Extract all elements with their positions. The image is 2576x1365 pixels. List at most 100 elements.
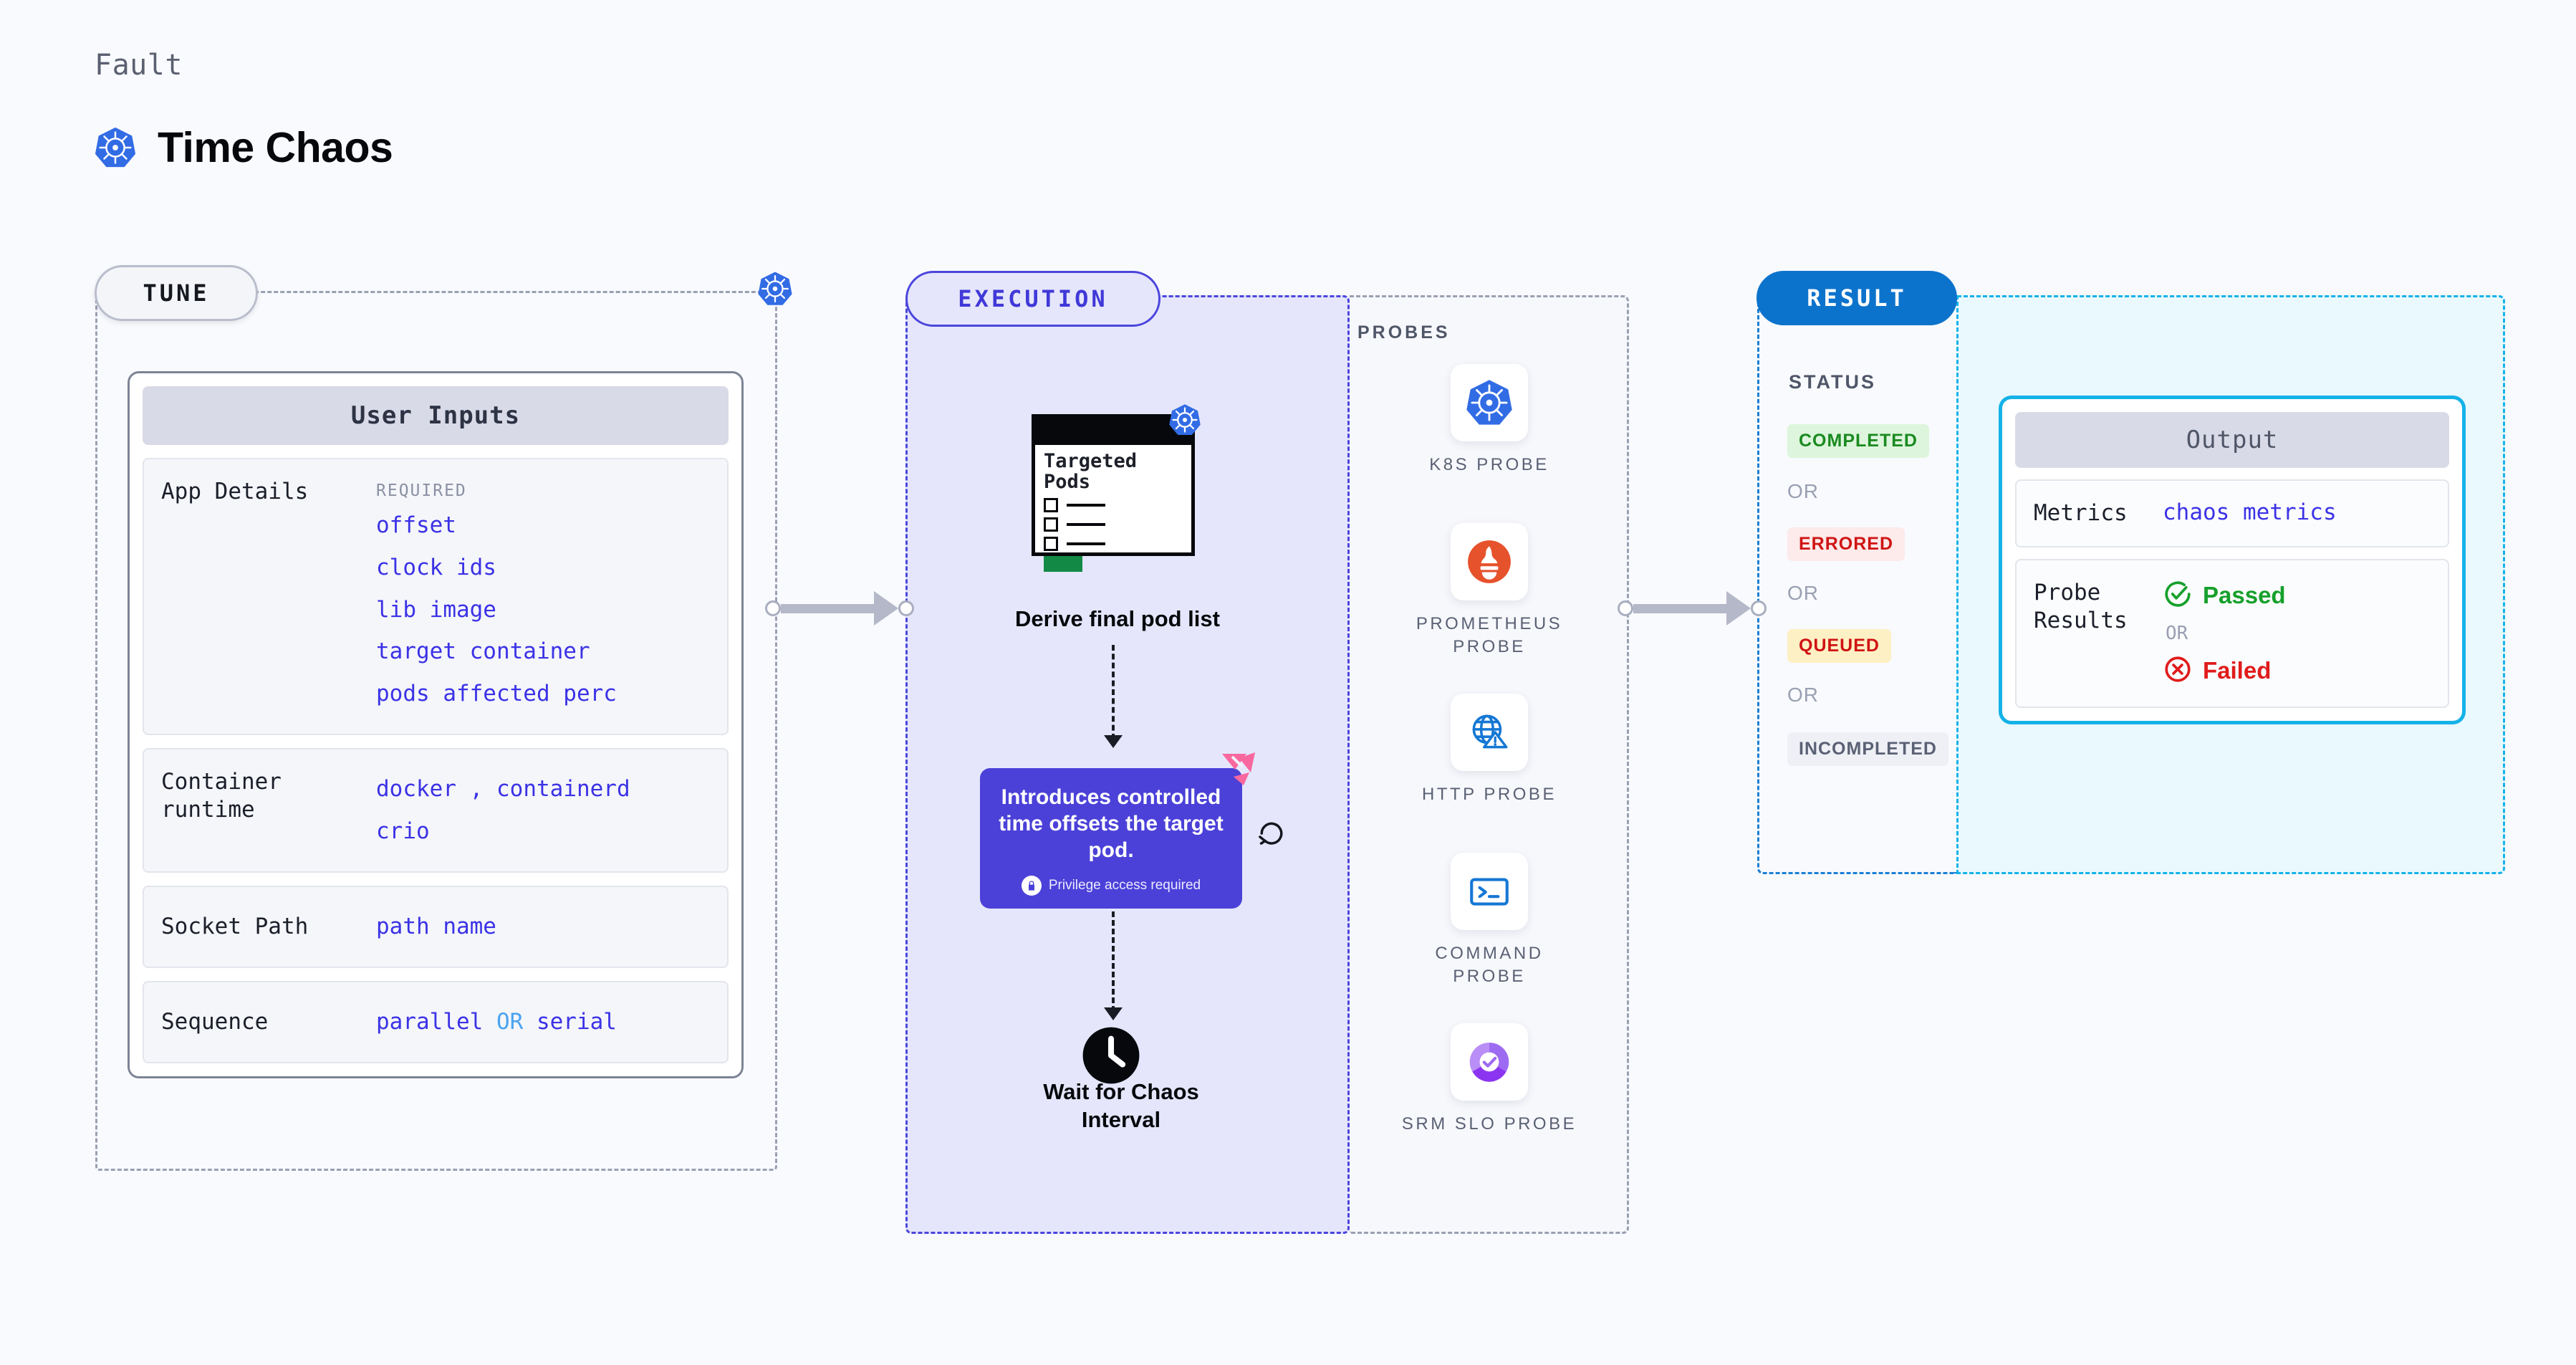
tune-panel — [95, 291, 777, 1171]
passed-label: Passed — [2203, 582, 2286, 609]
checkbox-icon — [1044, 498, 1058, 513]
x-circle-icon — [2163, 654, 2193, 688]
value-target-container: target container — [376, 638, 590, 665]
status-badge-errored: ERRORED — [1787, 527, 1905, 561]
connector-line — [781, 603, 874, 613]
lock-icon — [1021, 875, 1042, 896]
progress-bar — [1044, 556, 1082, 573]
probes-title: PROBES — [1357, 322, 1451, 343]
page-title: Time Chaos — [158, 124, 393, 171]
privilege-note: Privilege access required — [994, 875, 1228, 896]
failed-label: Failed — [2203, 657, 2272, 684]
flow-arrow-icon — [1104, 1007, 1123, 1020]
tune-pill: TUNE — [95, 265, 258, 321]
refresh-icon — [1256, 819, 1287, 854]
result-status-panel — [1757, 295, 1956, 874]
probe-result-or-label: OR — [2166, 622, 2188, 644]
probe-item-srm-slo[interactable]: SRM SLO PROBE — [1400, 1023, 1579, 1136]
row-label: Sequence — [161, 1008, 269, 1035]
slo-donut-check-icon — [1451, 1023, 1528, 1101]
probe-label: SRM SLO PROBE — [1401, 1114, 1577, 1134]
kubernetes-icon — [1168, 403, 1202, 441]
ribbon-icon — [1218, 751, 1258, 792]
connector-execution-to-result — [1618, 591, 1767, 626]
value-path-name: path name — [376, 914, 496, 940]
prometheus-icon — [1451, 523, 1528, 600]
value-crio: crio — [376, 818, 430, 845]
targeted-pods-title: Targeted Pods — [1044, 450, 1138, 494]
value-serial: serial — [536, 1008, 617, 1035]
list-item — [1044, 498, 1191, 513]
status-badge-incompleted: INCOMPLETED — [1787, 732, 1948, 766]
connector-arrow-icon — [1726, 591, 1751, 626]
row-values: REQUIRED offset clock ids lib image targ… — [376, 478, 617, 715]
value-separator: , — [469, 776, 484, 803]
probe-result-failed: Failed — [2163, 654, 2286, 688]
row-values: path name — [376, 906, 496, 948]
connector-end-dot — [1751, 600, 1767, 616]
value-docker: docker — [376, 776, 456, 803]
row-values: docker , containerd crio — [376, 768, 630, 853]
wait-chaos-interval-label: Wait for Chaos Interval — [1043, 1079, 1199, 1132]
probe-label: HTTP PROBE — [1422, 785, 1557, 804]
fault-description-text: Introduces controlled time offsets the t… — [999, 785, 1224, 863]
row-value: Passed OR Failed — [2163, 579, 2286, 688]
value-parallel: parallel — [376, 1008, 484, 1035]
status-or-label: OR — [1787, 582, 1819, 604]
checkbox-icon — [1044, 537, 1058, 552]
result-pill: RESULT — [1756, 271, 1957, 325]
flow-connector-2 — [1112, 911, 1115, 1012]
probe-result-passed: Passed — [2163, 579, 2286, 613]
connector-start-dot — [1618, 600, 1633, 616]
output-row-metrics: Metrics chaos metrics — [2015, 479, 2449, 547]
execution-pill: EXECUTION — [905, 271, 1160, 327]
probe-label: K8S PROBE — [1429, 455, 1549, 474]
probe-label: COMMAND PROBE — [1435, 944, 1544, 986]
connector-line — [1633, 603, 1726, 613]
status-or-label: OR — [1787, 684, 1819, 706]
checkbox-icon — [1044, 517, 1058, 532]
row-label: Metrics — [2034, 500, 2128, 526]
value-or: OR — [496, 1008, 524, 1035]
value-pods-affected-perc: pods affected perc — [376, 681, 617, 707]
user-inputs-row-app-details: App Details REQUIRED offset clock ids li… — [143, 458, 729, 736]
probe-item-prometheus[interactable]: PROMETHEUS PROBE — [1400, 523, 1579, 658]
targeted-pods-card: Targeted Pods — [1032, 414, 1195, 573]
probe-item-http[interactable]: HTTP PROBE — [1400, 694, 1579, 806]
required-label: REQUIRED — [376, 482, 467, 500]
list-item — [1044, 517, 1191, 532]
value-containerd: containerd — [496, 776, 630, 803]
row-label: App Details — [161, 479, 309, 504]
placeholder-line — [1067, 523, 1105, 527]
status-or-label: OR — [1787, 480, 1819, 502]
value-lib-image: lib image — [376, 596, 496, 623]
output-title: Output — [2015, 412, 2449, 468]
user-inputs-title: User Inputs — [143, 386, 729, 445]
value-clock-ids: clock ids — [376, 554, 496, 580]
card-title-bar — [1035, 418, 1191, 445]
terminal-icon — [1451, 853, 1528, 930]
row-label: Container runtime — [161, 769, 282, 823]
value-offset: offset — [376, 512, 456, 538]
row-values: parallel OR serial — [376, 1001, 617, 1043]
probe-item-command[interactable]: COMMAND PROBE — [1400, 853, 1579, 987]
probe-item-k8s[interactable]: K8S PROBE — [1400, 364, 1579, 476]
fault-description-card: Introduces controlled time offsets the t… — [980, 768, 1242, 909]
connector-tune-to-execution — [765, 591, 914, 626]
placeholder-line — [1067, 542, 1105, 546]
page-eyebrow: Fault — [95, 49, 183, 82]
kubernetes-icon — [93, 125, 138, 170]
row-label: Socket Path — [161, 914, 309, 940]
user-inputs-row-container-runtime: Container runtime docker , containerd cr… — [143, 748, 729, 873]
kubernetes-icon — [1451, 364, 1528, 441]
list-item — [1044, 537, 1191, 552]
clock-icon — [1080, 1025, 1142, 1090]
connector-start-dot — [765, 600, 781, 616]
probe-label: PROMETHEUS PROBE — [1416, 614, 1563, 656]
status-title: STATUS — [1789, 371, 1876, 393]
derive-pod-list-label: Derive final pod list — [1015, 606, 1220, 631]
